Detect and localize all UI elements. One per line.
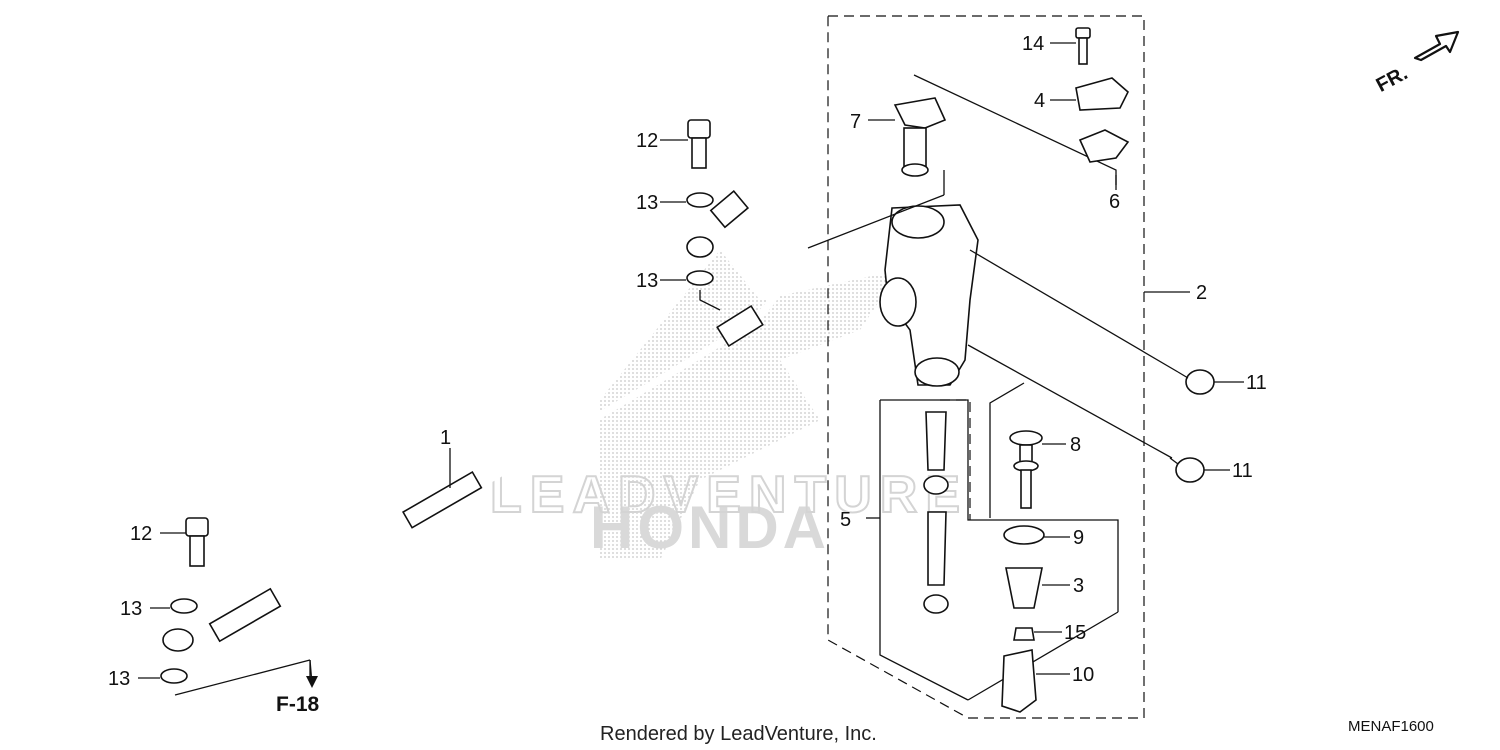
- callout-13-d: 13: [108, 668, 130, 690]
- callout-15: 15: [1064, 622, 1086, 644]
- front-label: FR.: [1373, 62, 1412, 97]
- master-cylinder-body: [807, 194, 1179, 459]
- callout-5: 5: [840, 509, 851, 531]
- leader-lines: [138, 42, 1244, 679]
- callout-11-upper: 11: [1246, 372, 1267, 394]
- watermark: HONDA LEADVENTURE: [489, 250, 968, 561]
- callout-6: 6: [1109, 191, 1120, 213]
- callout-14: 14: [1022, 33, 1044, 55]
- page-reference: F-18: [276, 693, 320, 716]
- arrow-right-icon: [1413, 30, 1460, 62]
- watermark-dealer: LEADVENTURE: [490, 466, 968, 524]
- callout-2: 2: [1196, 282, 1207, 304]
- callout-7: 7: [850, 111, 861, 133]
- callout-13-b: 13: [636, 270, 658, 292]
- piston-kit: [923, 411, 949, 614]
- callouts: 1 2 3 4 5 6 7 8 9 10 11 11 12 12 13 13 1…: [108, 33, 1267, 690]
- diagram-code: MENAF1600: [1348, 718, 1434, 735]
- callout-8: 8: [1070, 434, 1081, 456]
- callout-13-a: 13: [636, 192, 658, 214]
- rendered-by-credit: Rendered by LeadVenture, Inc.: [600, 723, 877, 745]
- upper-banjo-bolt: [686, 119, 721, 311]
- brake-hose: [208, 163, 806, 643]
- honda-wing-watermark: [600, 250, 900, 560]
- callout-10: 10: [1072, 664, 1094, 686]
- callout-9: 9: [1073, 527, 1084, 549]
- callout-4: 4: [1034, 90, 1045, 112]
- push-rod: [1009, 430, 1043, 509]
- lower-parts: [1001, 525, 1045, 713]
- front-direction-indicator: FR.: [1373, 30, 1460, 97]
- callout-12-lower: 12: [130, 523, 152, 545]
- callout-3: 3: [1073, 575, 1084, 597]
- reservoir-connector: [893, 97, 947, 177]
- callout-13-c: 13: [120, 598, 142, 620]
- cap-group: [1075, 27, 1130, 163]
- lower-banjo-bolt: [160, 517, 311, 696]
- reference-arrow: F-18: [276, 659, 320, 716]
- callout-11-lower: 11: [1232, 460, 1253, 482]
- assembly-outline: [827, 15, 1190, 719]
- callout-12-upper: 12: [636, 130, 658, 152]
- watermark-brand: HONDA: [590, 494, 830, 561]
- callout-1: 1: [440, 427, 451, 449]
- mount-bolts: [1169, 369, 1215, 483]
